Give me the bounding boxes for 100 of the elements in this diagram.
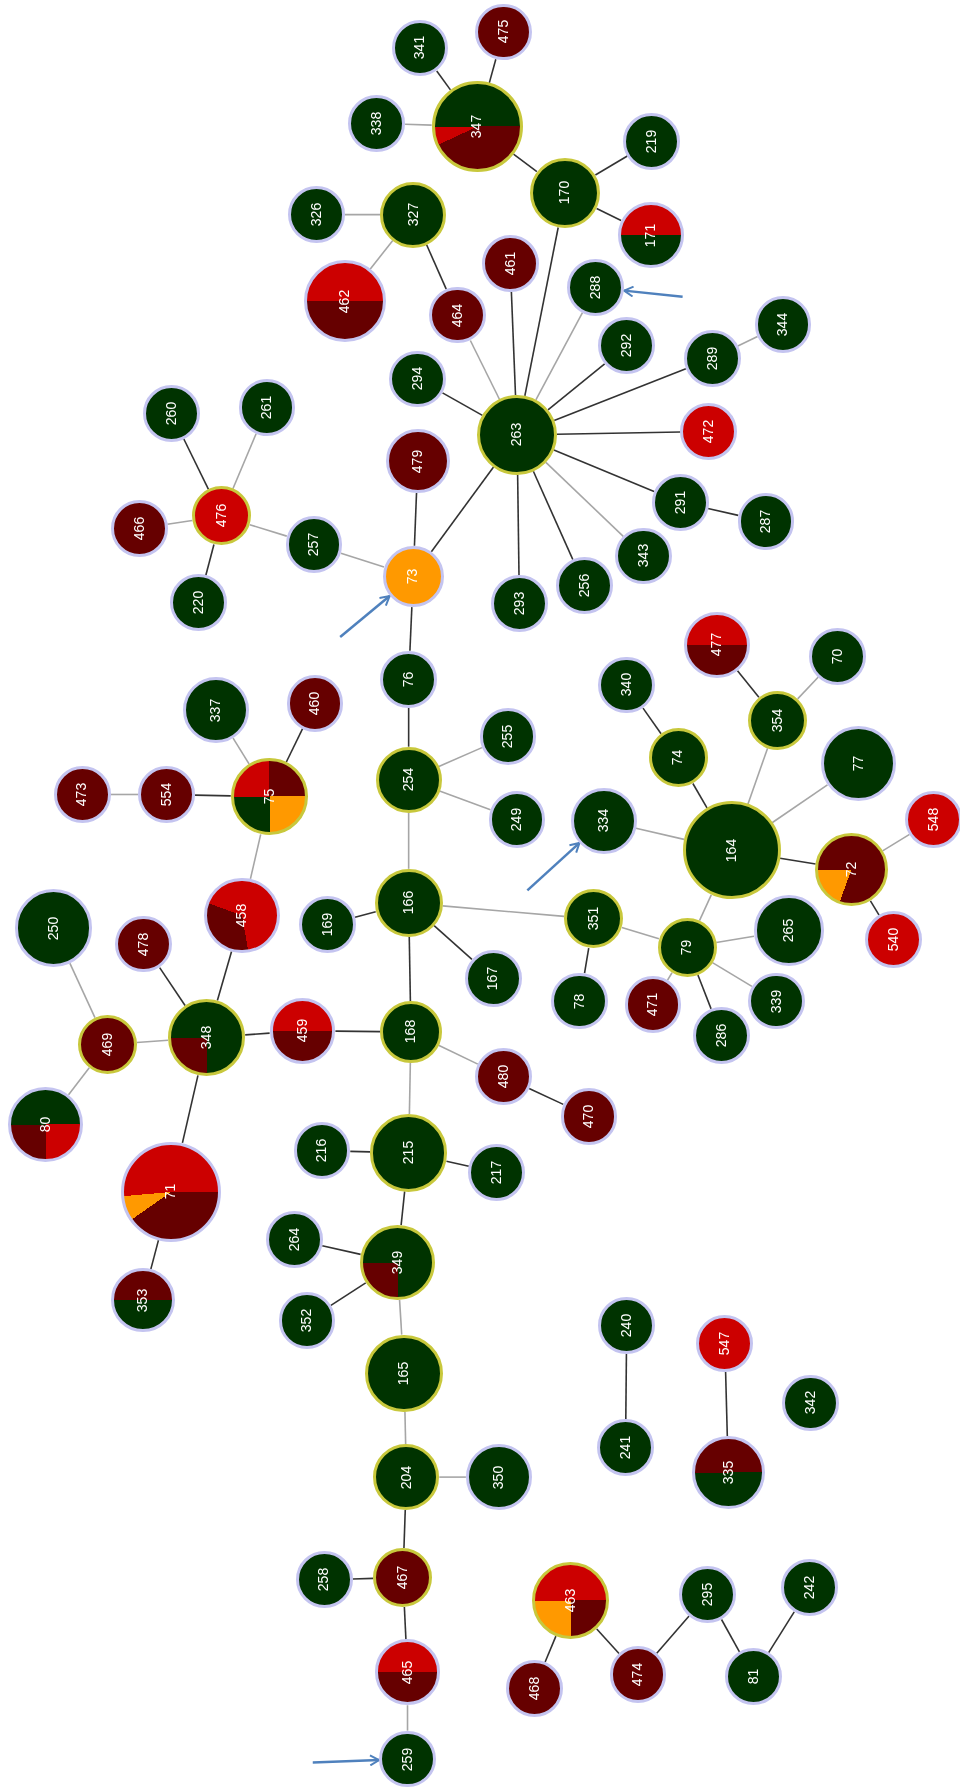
connector-line (433, 924, 473, 961)
network-node: 458 (204, 877, 280, 953)
network-node: 170 (529, 157, 601, 229)
network-node: 261 (238, 379, 296, 436)
network-node: 463 (532, 1561, 610, 1640)
connector-line (194, 794, 232, 797)
connector-line (181, 1074, 199, 1144)
network-node: 219 (623, 113, 681, 170)
network-node: 241 (597, 1419, 654, 1476)
network-node: 77 (820, 726, 896, 802)
network-node: 466 (110, 500, 168, 557)
connector-line (435, 70, 452, 91)
connector-line (403, 1606, 407, 1641)
network-node: 469 (77, 1014, 137, 1074)
network-node: 480 (475, 1048, 532, 1105)
connector-line (547, 362, 606, 411)
network-node: 165 (365, 1334, 443, 1412)
network-node: 249 (488, 791, 546, 848)
network-node: 260 (142, 384, 200, 442)
network-node: 540 (865, 911, 923, 968)
network-node: 459 (269, 997, 336, 1064)
network-node: 215 (370, 1114, 448, 1192)
connector-line (249, 833, 262, 880)
arrow (526, 841, 581, 892)
network-node: 250 (14, 889, 93, 967)
connector-line (404, 123, 433, 126)
network-node: 350 (465, 1444, 532, 1511)
network-node: 347 (431, 81, 523, 173)
network-node: 340 (598, 656, 656, 714)
network-node: 344 (754, 295, 812, 353)
connector-line (166, 519, 194, 526)
network-node: 168 (380, 1001, 442, 1063)
network-node: 295 (679, 1566, 737, 1624)
network-node: 254 (375, 746, 442, 813)
network-node: 475 (475, 3, 532, 61)
network-node: 477 (683, 612, 750, 678)
network-node: 72 (815, 833, 888, 907)
network-node: 242 (780, 1559, 838, 1617)
network-node: 474 (609, 1646, 667, 1703)
network-node: 265 (753, 895, 824, 966)
network-node: 263 (477, 395, 557, 475)
network-node: 476 (191, 486, 251, 546)
network-node: 240 (598, 1296, 656, 1354)
network-node: 220 (170, 574, 227, 632)
connector-line (869, 900, 880, 916)
connector-line (438, 1476, 467, 1478)
network-node: 166 (374, 868, 443, 937)
connector-line (413, 492, 418, 547)
connector-line (516, 473, 520, 577)
connector-line (408, 1061, 412, 1116)
arrow (339, 595, 391, 638)
network-node: 289 (683, 330, 741, 387)
network-node: 461 (481, 235, 539, 293)
connector-line (406, 1704, 409, 1732)
network-node: 255 (479, 707, 537, 765)
connector-line (510, 291, 517, 396)
network-node: 79 (657, 917, 717, 977)
connector-line (407, 811, 410, 870)
network-node: 354 (747, 690, 807, 750)
connector-line (109, 793, 140, 796)
connector-line (409, 606, 413, 652)
connector-line (351, 1577, 375, 1580)
network-node: 171 (617, 202, 684, 269)
network-node: 348 (167, 998, 246, 1077)
network-node: 349 (359, 1224, 435, 1300)
connector-line (369, 239, 394, 270)
connector-line (767, 1611, 795, 1654)
connector-line (545, 461, 625, 538)
network-node: 460 (286, 674, 344, 732)
network-node: 339 (747, 972, 805, 1030)
connector-line (408, 936, 412, 1003)
network-node: 465 (374, 1639, 441, 1706)
connector-line (621, 926, 660, 940)
network-node: 80 (8, 1086, 84, 1162)
network-node: 286 (693, 1006, 750, 1064)
connector-line (771, 784, 829, 824)
network-node: 288 (567, 259, 625, 317)
network-node: 341 (391, 19, 449, 77)
connector-line (349, 1150, 371, 1153)
network-node: 74 (648, 728, 708, 788)
network-node: 78 (551, 972, 609, 1030)
network-node: 478 (115, 915, 173, 973)
network-node: 216 (293, 1122, 351, 1179)
connector-line (67, 1067, 91, 1096)
network-node: 334 (570, 787, 637, 854)
connector-line (595, 1628, 620, 1655)
network-node: 554 (138, 766, 196, 823)
connector-line (779, 857, 817, 865)
connector-line (635, 827, 685, 841)
arrow (623, 285, 683, 299)
connector-line (512, 153, 538, 173)
network-node: 287 (737, 493, 795, 551)
network-node: 343 (615, 527, 673, 585)
connector-line (625, 1352, 628, 1420)
connector-line (158, 966, 186, 1007)
network-node: 472 (680, 403, 738, 460)
connector-line (407, 706, 410, 748)
network-node: 548 (905, 791, 960, 848)
network-node: 164 (682, 801, 781, 900)
connector-line (321, 1245, 362, 1256)
